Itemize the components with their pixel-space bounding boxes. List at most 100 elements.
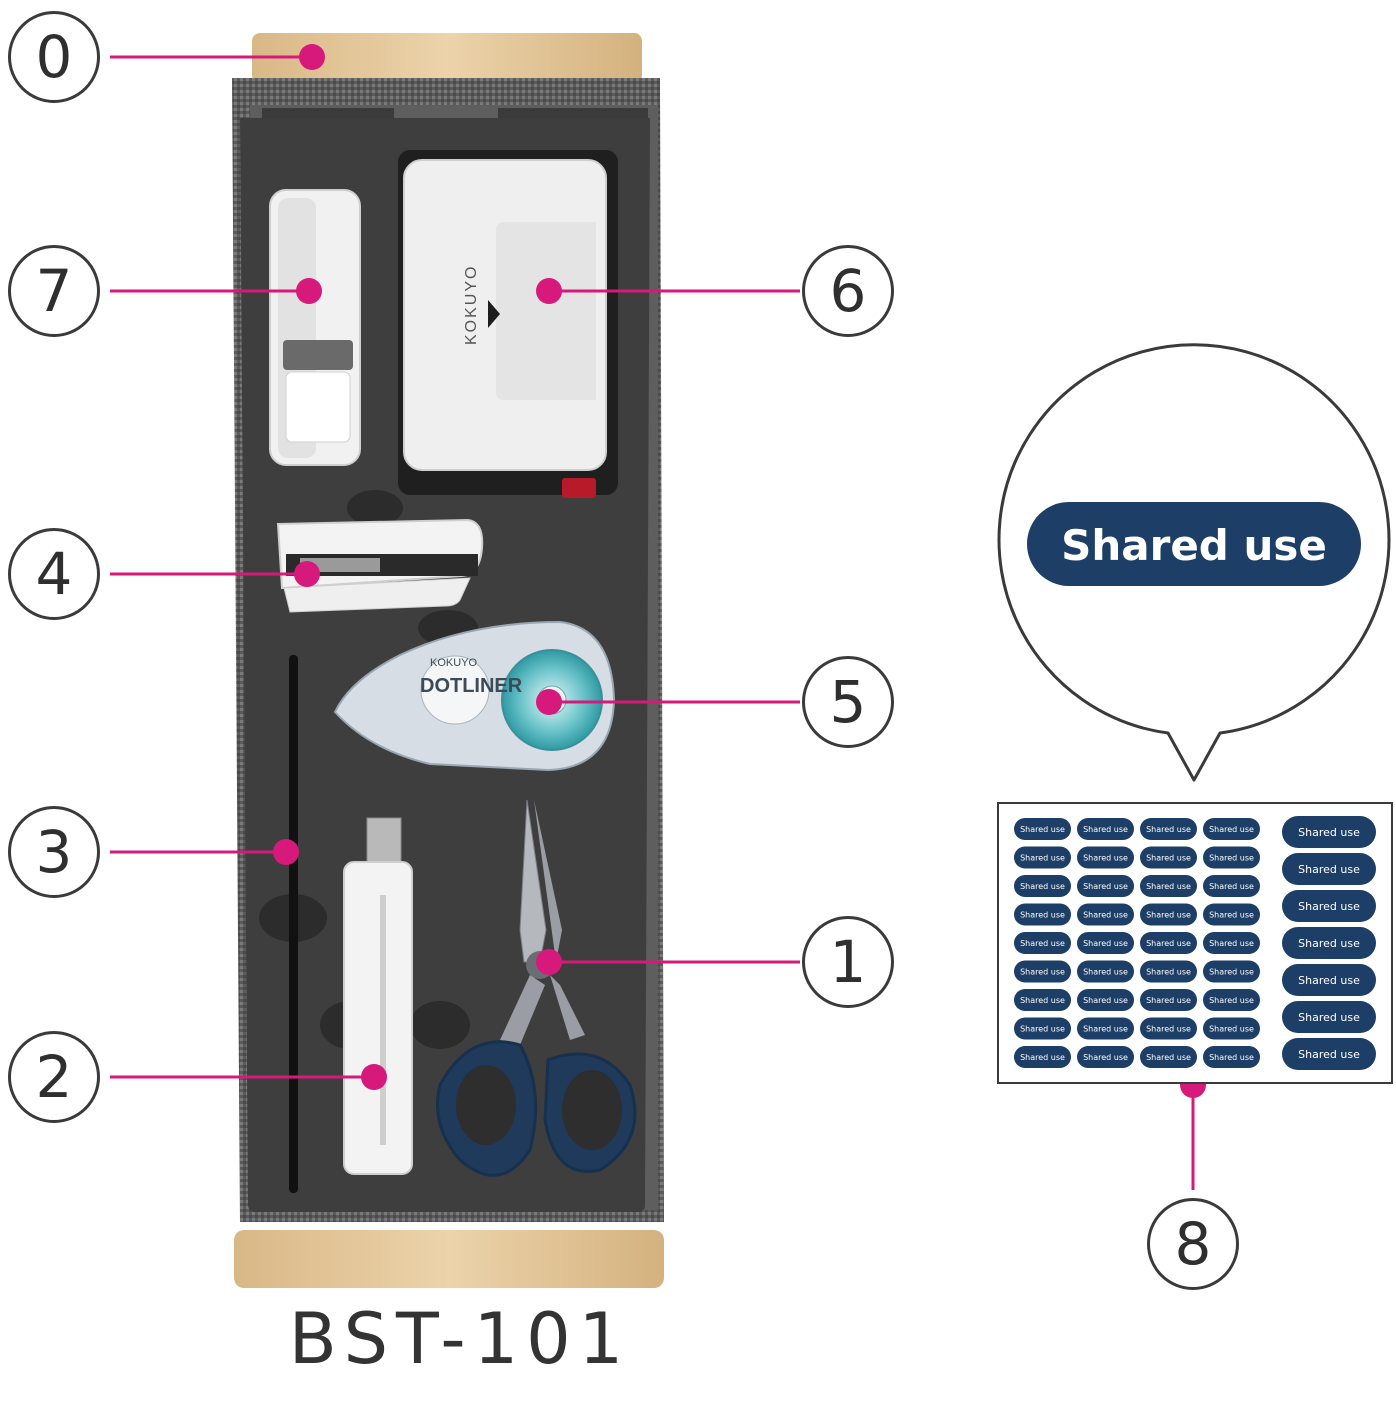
callout-5: 5 [802,656,894,748]
zoom-bubble: Shared use [997,343,1391,782]
sticker-small [1077,1017,1134,1040]
sticker-small-label: Shared use [1020,1053,1065,1062]
sticker-small-label: Shared use [1146,853,1191,862]
sticker-small-label: Shared use [1020,910,1065,919]
sticker-small-label: Shared use [1020,967,1065,976]
sticker-small [1140,960,1197,983]
sticker-small-label: Shared use [1209,853,1254,862]
sticker-small-label: Shared use [1209,882,1254,891]
sticker-small [1203,818,1260,840]
sticker-small [1014,1046,1071,1068]
callout-7: 7 [8,245,100,337]
sticker-small [1140,1017,1197,1040]
sticker-small [1077,960,1134,983]
tape-dispenser [269,189,361,466]
callout-1: 1 [802,916,894,1008]
sticker-small [1014,875,1071,897]
sticker-large [1282,1038,1376,1070]
sticker-small-label: Shared use [1083,1024,1128,1033]
sticker-large [1282,890,1376,922]
sticker-small-label: Shared use [1020,996,1065,1005]
sticker-small [1014,932,1071,954]
sticker-small-label: Shared use [1209,939,1254,948]
sticker-small [1014,960,1071,983]
callout-0: 0 [8,11,100,103]
callout-3: 3 [8,806,100,898]
sticker-small [1203,875,1260,897]
callout-2: 2 [8,1031,100,1123]
sticker-small [1140,875,1197,897]
sticker-small-label: Shared use [1209,1024,1254,1033]
sticker-small-label: Shared use [1020,825,1065,834]
rod [289,655,298,1193]
sticker-small-label: Shared use [1083,825,1128,834]
sticker-large [1282,816,1376,848]
sticker-large-label: Shared use [1298,1048,1360,1061]
sticker-small [1077,903,1134,926]
sticker-small-label: Shared use [1083,882,1128,891]
sticker-small [1140,846,1197,869]
sticker-large [1282,853,1376,885]
sticker-small-label: Shared use [1209,825,1254,834]
sticker-small [1203,932,1260,954]
model-label: BST-101 [288,1298,632,1380]
hole-punch: KOKUYO [398,150,618,498]
sticker-small-label: Shared use [1146,996,1191,1005]
sticker-small [1203,1017,1260,1040]
sticker-small [1077,875,1134,897]
zoom-label: Shared use [1061,521,1327,570]
sticker-small-label: Shared use [1146,967,1191,976]
sticker-small-label: Shared use [1146,1024,1191,1033]
sticker-large-label: Shared use [1298,900,1360,913]
sticker-small-label: Shared use [1209,1053,1254,1062]
sticker-small-label: Shared use [1209,967,1254,976]
sticker-small-label: Shared use [1083,967,1128,976]
leader-lines [110,55,1195,1190]
sticker-small-label: Shared use [1083,853,1128,862]
sticker-small [1014,846,1071,869]
sticker-small-label: Shared use [1146,1053,1191,1062]
glue-brand-text: DOTLINER [420,675,523,697]
sticker-small-label: Shared use [1020,882,1065,891]
sticker-small-label: Shared use [1209,910,1254,919]
sticker-large-label: Shared use [1298,863,1360,876]
sticker-small-label: Shared use [1146,910,1191,919]
stapler [276,518,484,613]
sticker-small [1203,960,1260,983]
sticker-small-label: Shared use [1020,853,1065,862]
sticker-small [1077,846,1134,869]
sticker-small [1203,903,1260,926]
sticker-small [1140,903,1197,926]
scissors [436,799,637,1177]
sticker-small [1203,989,1260,1011]
sticker-large-label: Shared use [1298,937,1360,950]
sticker-small-label: Shared use [1083,1053,1128,1062]
sticker-small [1077,932,1134,954]
sticker-small [1203,846,1260,869]
sticker-large-label: Shared use [1298,826,1360,839]
sticker-small-label: Shared use [1020,939,1065,948]
sticker-small-label: Shared use [1146,939,1191,948]
sticker-small [1014,903,1071,926]
sticker-small [1077,1046,1134,1068]
callout-8: 8 [1147,1198,1239,1290]
sticker-small-label: Shared use [1083,996,1128,1005]
callout-4: 4 [8,528,100,620]
sticker-small [1140,989,1197,1011]
sticker-small [1203,1046,1260,1068]
sticker-small-label: Shared use [1020,1024,1065,1033]
utility-knife [343,817,413,1175]
sticker-small [1077,989,1134,1011]
sticker-small [1140,1046,1197,1068]
callout-6: 6 [802,245,894,337]
glue-maker-text: KOKUYO [430,657,478,669]
sticker-small [1014,1017,1071,1040]
sticker-small-label: Shared use [1209,996,1254,1005]
sticker-small [1014,989,1071,1011]
sticker-large-label: Shared use [1298,974,1360,987]
sticker-small [1077,818,1134,840]
